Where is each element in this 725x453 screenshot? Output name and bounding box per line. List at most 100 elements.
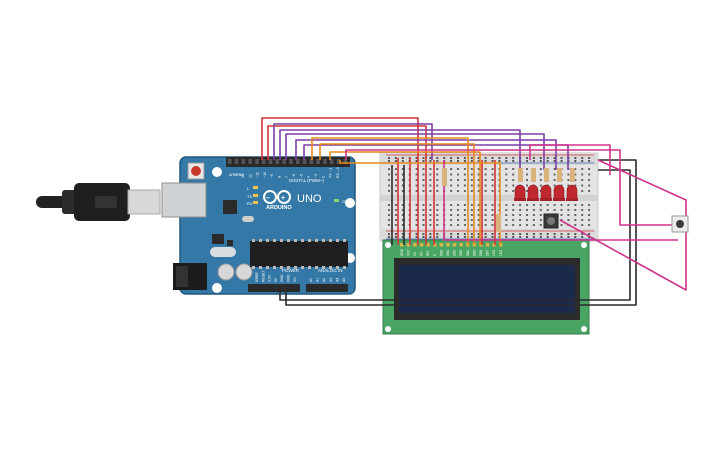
breadboard-hole[interactable] [388, 184, 390, 187]
breadboard-hole[interactable] [477, 204, 480, 206]
breadboard-hole[interactable] [560, 214, 563, 216]
breadboard-hole[interactable] [505, 184, 508, 187]
breadboard-hole[interactable] [532, 204, 535, 206]
header-pin[interactable] [248, 159, 252, 164]
breadboard-hole[interactable] [484, 214, 487, 216]
breadboard-hole[interactable] [477, 179, 480, 181]
breadboard-hole[interactable] [505, 168, 508, 170]
breadboard-hole[interactable] [415, 204, 418, 206]
breadboard-hole[interactable] [450, 179, 453, 181]
breadboard-hole[interactable] [588, 209, 591, 211]
breadboard-hole[interactable] [581, 209, 584, 211]
breadboard-hole[interactable] [457, 209, 459, 211]
breadboard-hole[interactable] [463, 173, 466, 176]
breadboard-hole[interactable] [588, 204, 591, 206]
breadboard-hole[interactable] [539, 173, 542, 176]
header-pin[interactable] [330, 159, 334, 164]
breadboard-hole[interactable] [470, 190, 473, 192]
breadboard-hole[interactable] [491, 209, 494, 211]
breadboard-hole[interactable] [519, 219, 522, 221]
breadboard-hole[interactable] [450, 204, 453, 206]
breadboard-hole[interactable] [415, 168, 418, 170]
header-pin[interactable] [296, 159, 300, 164]
breadboard-hole[interactable] [436, 219, 439, 221]
breadboard-hole[interactable] [463, 168, 466, 170]
breadboard-hole[interactable] [588, 184, 591, 187]
breadboard-hole[interactable] [539, 179, 542, 181]
breadboard-hole[interactable] [429, 204, 432, 206]
lcd-pin[interactable] [419, 243, 424, 247]
breadboard-hole[interactable] [539, 168, 542, 170]
breadboard-hole[interactable] [484, 224, 487, 226]
breadboard-hole[interactable] [574, 209, 577, 211]
breadboard-hole[interactable] [422, 214, 425, 216]
breadboard-hole[interactable] [463, 214, 466, 216]
breadboard-hole[interactable] [422, 209, 425, 211]
breadboard-hole[interactable] [532, 224, 535, 226]
breadboard-hole[interactable] [463, 179, 466, 181]
breadboard-hole[interactable] [470, 179, 473, 181]
lcd-pin[interactable] [452, 243, 457, 247]
breadboard-hole[interactable] [429, 214, 432, 216]
breadboard-hole[interactable] [512, 168, 515, 170]
breadboard-hole[interactable] [401, 219, 404, 221]
breadboard-hole[interactable] [574, 179, 577, 181]
breadboard-hole[interactable] [394, 224, 397, 226]
breadboard-hole[interactable] [477, 224, 480, 226]
breadboard-hole[interactable] [422, 168, 425, 170]
breadboard-hole[interactable] [581, 184, 584, 187]
breadboard-hole[interactable] [415, 184, 418, 187]
lcd-pin[interactable] [439, 243, 444, 247]
breadboard-hole[interactable] [401, 179, 404, 181]
breadboard-hole[interactable] [574, 219, 577, 221]
breadboard-hole[interactable] [470, 224, 473, 226]
breadboard-hole[interactable] [429, 219, 432, 221]
breadboard-hole[interactable] [574, 204, 577, 206]
breadboard-hole[interactable] [415, 179, 418, 181]
breadboard-hole[interactable] [422, 219, 425, 221]
breadboard-hole[interactable] [553, 168, 556, 170]
breadboard-hole[interactable] [512, 190, 515, 192]
breadboard-hole[interactable] [415, 209, 418, 211]
breadboard-hole[interactable] [388, 173, 390, 176]
breadboard-hole[interactable] [477, 168, 480, 170]
breadboard-hole[interactable] [477, 219, 480, 221]
breadboard-hole[interactable] [388, 224, 390, 226]
breadboard-hole[interactable] [505, 224, 508, 226]
lcd-pin[interactable] [446, 243, 450, 247]
breadboard-hole[interactable] [512, 173, 515, 176]
breadboard-hole[interactable] [450, 219, 453, 221]
breadboard-hole[interactable] [553, 173, 556, 176]
breadboard-hole[interactable] [484, 168, 487, 170]
breadboard-hole[interactable] [567, 219, 570, 221]
breadboard-hole[interactable] [588, 173, 591, 176]
breadboard-hole[interactable] [532, 214, 535, 216]
breadboard-hole[interactable] [388, 214, 390, 216]
breadboard-hole[interactable] [457, 184, 459, 187]
breadboard-hole[interactable] [463, 184, 466, 187]
breadboard-hole[interactable] [484, 204, 487, 206]
breadboard-hole[interactable] [429, 209, 432, 211]
lcd-pin[interactable] [406, 243, 411, 247]
lcd-pin[interactable] [413, 243, 417, 247]
breadboard-hole[interactable] [429, 184, 432, 187]
breadboard-hole[interactable] [574, 184, 577, 187]
breadboard-hole[interactable] [581, 173, 584, 176]
breadboard-hole[interactable] [457, 190, 459, 192]
breadboard-hole[interactable] [429, 179, 432, 181]
header-pin[interactable] [316, 159, 320, 164]
breadboard-hole[interactable] [450, 214, 453, 216]
breadboard-hole[interactable] [519, 214, 522, 216]
push-button-external[interactable] [671, 215, 689, 233]
breadboard-hole[interactable] [546, 209, 549, 211]
breadboard-hole[interactable] [477, 173, 480, 176]
breadboard-hole[interactable] [491, 219, 494, 221]
breadboard-hole[interactable] [574, 214, 577, 216]
breadboard-hole[interactable] [463, 209, 466, 211]
breadboard-hole[interactable] [581, 190, 584, 192]
breadboard-hole[interactable] [470, 219, 473, 221]
breadboard-hole[interactable] [581, 224, 584, 226]
breadboard-hole[interactable] [574, 173, 577, 176]
breadboard-hole[interactable] [491, 190, 494, 192]
breadboard-hole[interactable] [457, 214, 459, 216]
